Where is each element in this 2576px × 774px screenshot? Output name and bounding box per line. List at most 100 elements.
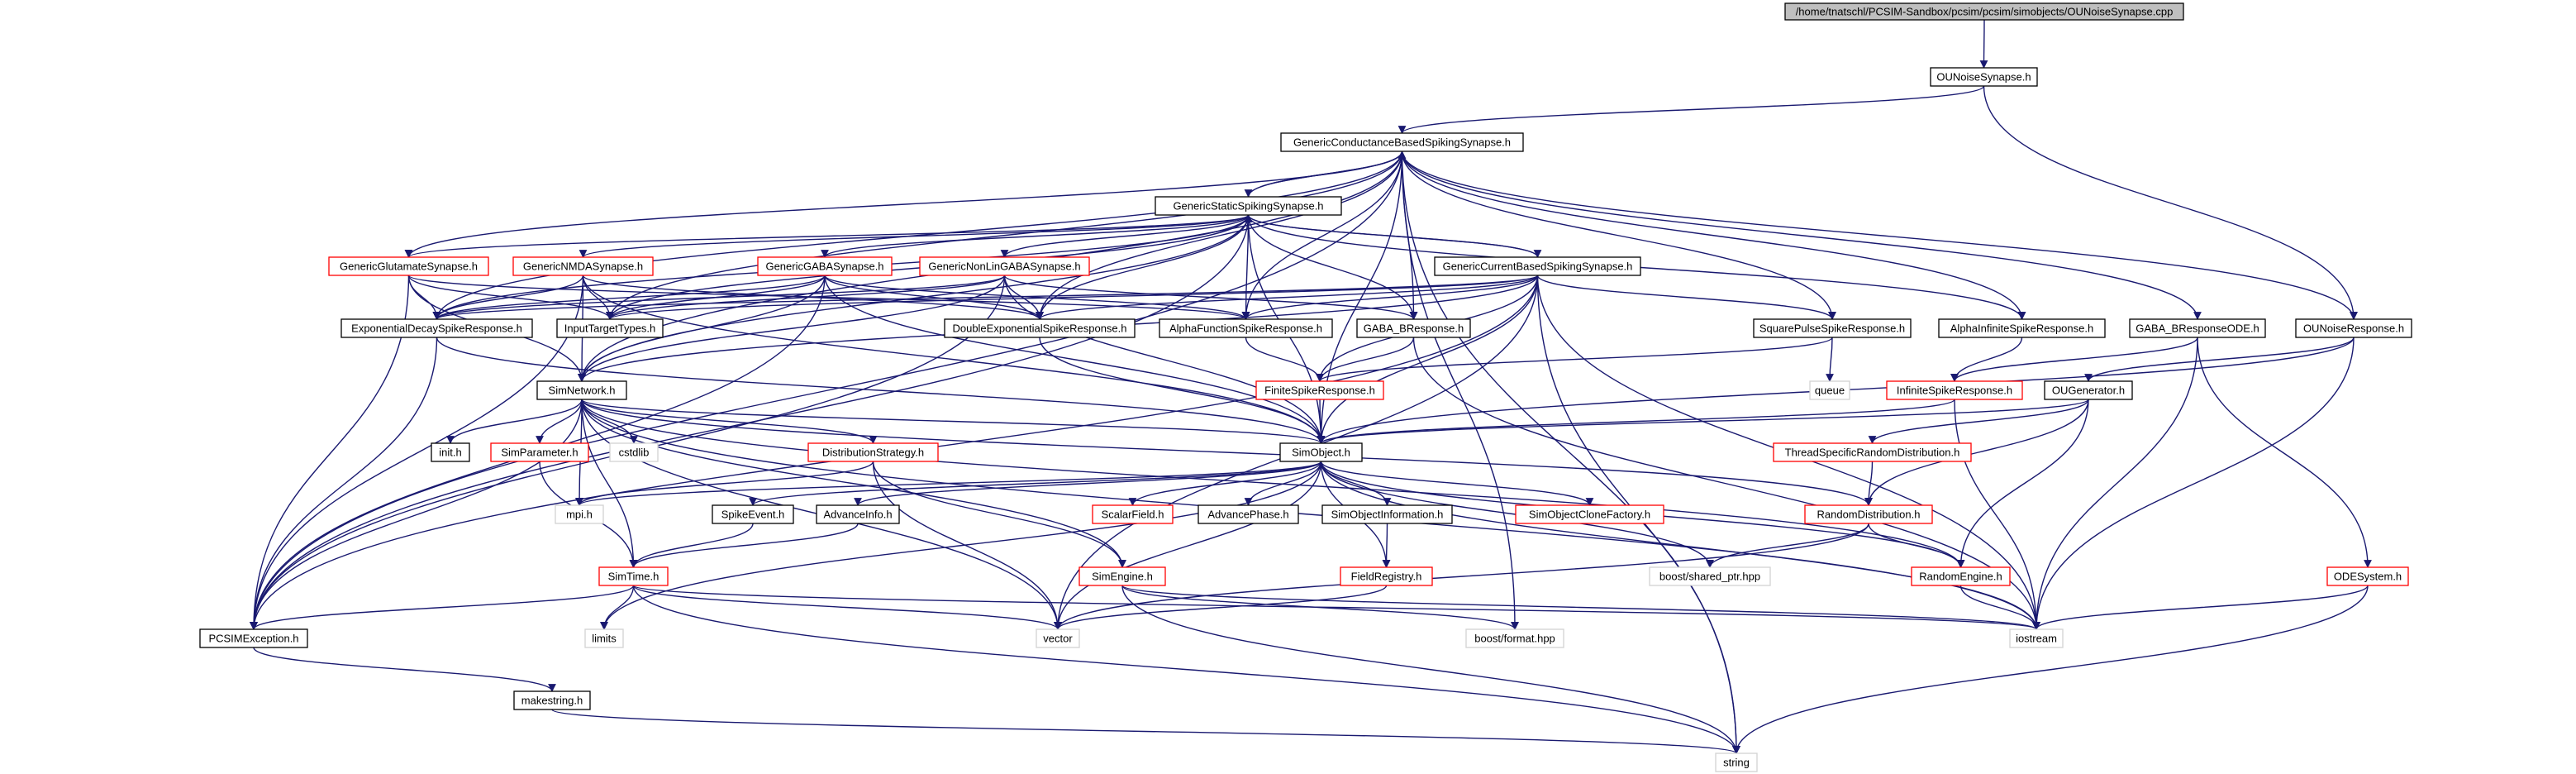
edge-randdist-to-randeng — [1868, 523, 1965, 568]
node-box — [1753, 318, 1912, 338]
node-gsss[interactable]: GenericStaticSpikingSynapse.h — [1155, 196, 1342, 216]
node-tsrd[interactable]: ThreadSpecificRandomDistribution.h — [1773, 442, 1972, 462]
node-randeng[interactable]: RandomEngine.h — [1911, 566, 2011, 586]
node-label: PCSIMException.h — [208, 633, 298, 645]
node-gcurr[interactable]: GenericCurrentBasedSpikingSynapse.h — [1434, 256, 1641, 276]
node-ggs[interactable]: GenericGlutamateSynapse.h — [328, 256, 489, 276]
node-box — [431, 442, 470, 462]
node-label: SimObjectCloneFactory.h — [1529, 509, 1650, 521]
node-diststrat[interactable]: DistributionStrategy.h — [807, 442, 939, 462]
node-randdist[interactable]: RandomDistribution.h — [1804, 504, 1933, 524]
node-soinfo[interactable]: SimObjectInformation.h — [1321, 504, 1453, 524]
edge-ougen-to-simobj — [1317, 399, 2089, 444]
edge-simnet-to-simtime — [581, 399, 638, 568]
node-initH[interactable]: init.h — [431, 442, 470, 462]
node-gababode[interactable]: GABA_BResponseODE.h — [2129, 318, 2266, 338]
node-mpih[interactable]: mpi.h — [555, 504, 604, 524]
node-socf[interactable]: SimObjectCloneFactory.h — [1515, 504, 1664, 524]
node-simnet[interactable]: SimNetwork.h — [536, 380, 627, 400]
node-expdec[interactable]: ExponentialDecaySpikeResponse.h — [340, 318, 533, 338]
node-gabab[interactable]: GABA_BResponse.h — [1356, 318, 1471, 338]
edge-infinite-to-simobj — [1317, 399, 1955, 444]
edge-ougen-to-randdist — [1864, 399, 2089, 506]
edge-ounoise-to-gcbss — [1398, 85, 1985, 134]
node-alphafn[interactable]: AlphaFunctionSpikeResponse.h — [1159, 318, 1333, 338]
edge-ggaba-to-alphafn — [824, 275, 1250, 320]
node-label: ExponentialDecaySpikeResponse.h — [351, 322, 522, 335]
node-bformat[interactable]: boost/format.hpp — [1465, 628, 1564, 648]
edge-gcurr-to-alphafn — [1241, 275, 1539, 320]
node-pcsimexc[interactable]: PCSIMException.h — [199, 628, 308, 648]
node-makestring[interactable]: makestring.h — [513, 690, 591, 710]
node-box — [1809, 380, 1850, 400]
node-label: GenericNonLinGABASynapse.h — [928, 260, 1080, 273]
node-iostream[interactable]: iostream — [2009, 628, 2064, 648]
node-box — [2044, 380, 2133, 400]
node-odesys[interactable]: ODESystem.h — [2326, 566, 2409, 586]
node-label: vector — [1043, 633, 1073, 645]
node-sqp[interactable]: SquarePulseSpikeResponse.h — [1753, 318, 1912, 338]
node-cstdlib[interactable]: cstdlib — [609, 442, 659, 462]
node-label: SimEngine.h — [1092, 571, 1153, 583]
node-infinite[interactable]: InfiniteSpikeResponse.h — [1886, 380, 2023, 400]
node-label: cstdlib — [619, 447, 650, 459]
node-simobj[interactable]: SimObject.h — [1279, 442, 1363, 462]
edge-sqp-to-finite — [1316, 337, 1833, 382]
node-box — [536, 380, 627, 400]
edge-tsrd-to-randdist — [1864, 461, 1874, 506]
node-limits[interactable]: limits — [584, 628, 624, 648]
node-box — [1930, 67, 2038, 87]
node-itt[interactable]: InputTargetTypes.h — [556, 318, 664, 338]
node-queue[interactable]: queue — [1809, 380, 1850, 400]
edge-simobj-to-mpih — [575, 461, 1322, 506]
edge-gnmda-to-itt — [582, 275, 614, 320]
node-box — [340, 318, 533, 338]
edge-pcsimexc-to-makestring — [253, 647, 556, 692]
node-advphase[interactable]: AdvancePhase.h — [1198, 504, 1299, 524]
node-gcbss[interactable]: GenericConductanceBasedSpikingSynapse.h — [1280, 132, 1524, 152]
node-box — [512, 256, 654, 276]
node-box — [919, 256, 1090, 276]
edge-gcbss-to-itt — [606, 150, 1403, 320]
node-vector[interactable]: vector — [1036, 628, 1080, 648]
node-label: mpi.h — [566, 509, 593, 521]
edge-simnet-to-randeng — [581, 399, 1965, 568]
node-dexp[interactable]: DoubleExponentialSpikeResponse.h — [944, 318, 1136, 338]
node-label: DoubleExponentialSpikeResponse.h — [952, 322, 1126, 335]
node-ounoise[interactable]: OUNoiseSynapse.h — [1930, 67, 2038, 87]
edge-expdec-to-simobj — [436, 337, 1326, 444]
edge-sqp-to-queue — [1826, 337, 1834, 382]
node-simtime[interactable]: SimTime.h — [598, 566, 669, 586]
node-root[interactable]: /home/tnatschl/PCSIM-Sandbox/pcsim/pcsim… — [1784, 2, 2184, 21]
node-label: GenericStaticSpikingSynapse.h — [1173, 200, 1323, 213]
edge-gcbss-to-bformat — [1401, 150, 1519, 630]
node-gnmda[interactable]: GenericNMDASynapse.h — [512, 256, 654, 276]
edge-gsss-to-alphafn — [1241, 214, 1250, 320]
node-box — [555, 504, 604, 524]
node-spikeev[interactable]: SpikeEvent.h — [712, 504, 794, 524]
node-finite[interactable]: FiniteSpikeResponse.h — [1255, 380, 1384, 400]
edge-advinfo-to-simtime — [629, 523, 859, 568]
node-fieldreg[interactable]: FieldRegistry.h — [1340, 566, 1433, 586]
node-alphainf[interactable]: AlphaInfiniteSpikeResponse.h — [1938, 318, 2106, 338]
node-box — [1773, 442, 1972, 462]
node-label: limits — [592, 633, 617, 645]
node-box — [757, 256, 893, 276]
node-box — [2326, 566, 2409, 586]
node-ounr[interactable]: OUNoiseResponse.h — [2295, 318, 2412, 338]
node-scalar[interactable]: ScalarField.h — [1092, 504, 1174, 524]
edge-ounoise-to-ounr — [1983, 85, 2358, 320]
node-sharedptr[interactable]: boost/shared_ptr.hpp — [1649, 566, 1771, 586]
node-ggaba[interactable]: GenericGABASynapse.h — [757, 256, 893, 276]
node-simparam[interactable]: SimParameter.h — [490, 442, 589, 462]
node-gnlgaba[interactable]: GenericNonLinGABASynapse.h — [919, 256, 1090, 276]
node-box — [1321, 504, 1453, 524]
node-label: InputTargetTypes.h — [564, 322, 656, 335]
node-ougen[interactable]: OUGenerator.h — [2044, 380, 2133, 400]
node-advinfo[interactable]: AdvanceInfo.h — [816, 504, 900, 524]
node-label: RandomDistribution.h — [1817, 509, 1920, 521]
node-box — [1255, 380, 1384, 400]
node-string[interactable]: string — [1715, 752, 1758, 772]
node-simengine[interactable]: SimEngine.h — [1078, 566, 1166, 586]
edge-gcurr-to-simobj — [1317, 275, 1539, 444]
